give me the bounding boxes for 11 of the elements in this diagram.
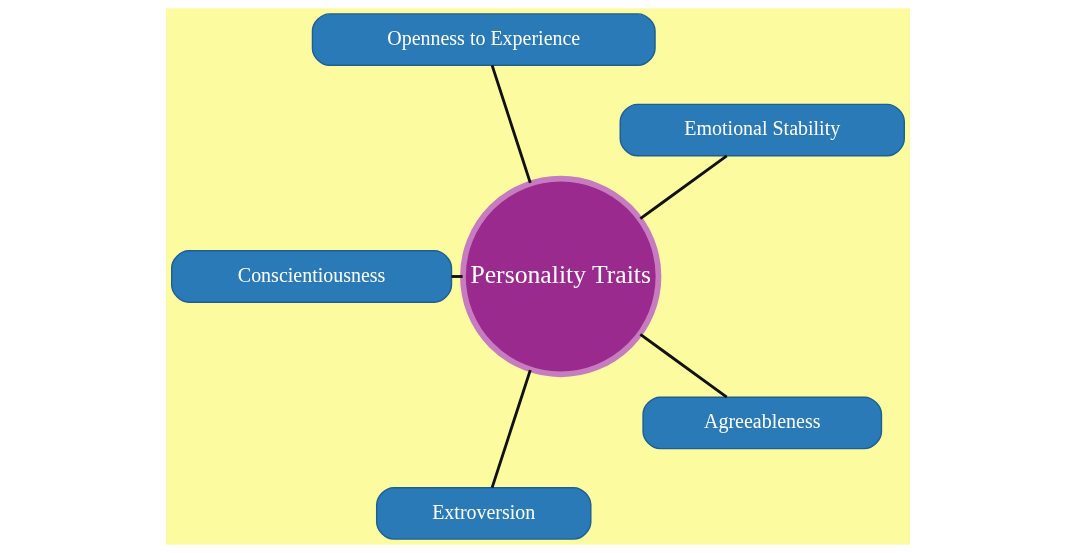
node-box: Openness to Experience [311, 13, 656, 66]
connector [639, 333, 728, 399]
node-box: Agreeableness [641, 396, 882, 450]
connector [451, 275, 463, 278]
connector [490, 369, 532, 489]
connector [639, 154, 728, 220]
node-circle: Personality Traits [459, 175, 661, 378]
node-box: Extroversion [375, 487, 591, 540]
node-box: Conscientiousness [170, 250, 452, 303]
node-box: Emotional Stability [619, 103, 905, 157]
connector [490, 64, 532, 184]
